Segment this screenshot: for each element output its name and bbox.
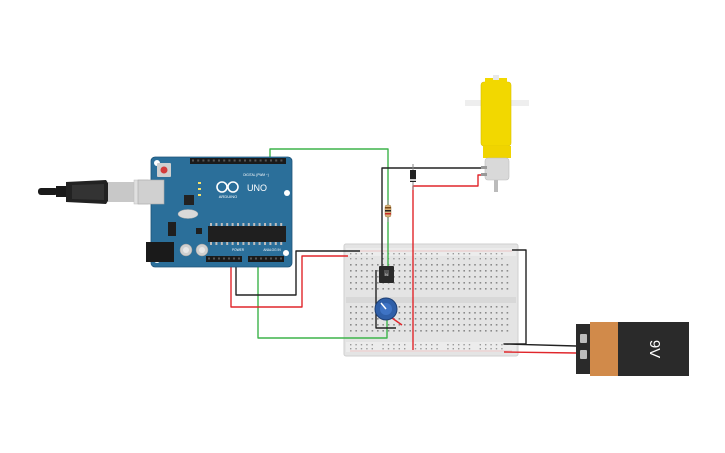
black-wire-gnd[interactable] [235,250,360,296]
red-wire-motor[interactable] [412,174,484,350]
red-wire-battery[interactable] [503,351,577,354]
svg-text:N: N [385,272,388,277]
black-wire-pot[interactable] [375,270,396,329]
wires [230,148,577,354]
battery-9v[interactable]: 9V [576,322,689,376]
green-wire-analog[interactable] [257,262,388,339]
battery-label: 9V [646,340,663,358]
black-wire-battery[interactable] [503,249,577,347]
red-wire-pot[interactable] [391,317,403,326]
diode[interactable] [410,164,416,190]
dc-motor[interactable] [465,75,529,192]
power-jack [146,242,174,262]
potentiometer[interactable] [374,297,398,321]
arduino-model: UNO [247,183,267,193]
arduino-infinity-logo [216,181,239,193]
transistor[interactable]: N [379,266,394,283]
breadboard[interactable] [343,243,519,357]
usb-port [137,179,165,205]
arduino-uno[interactable]: DIGITAL (PWM ~) POWER ANALOG IN ARDUINO … [137,156,293,268]
red-wire-5v[interactable] [230,255,348,308]
reset-button[interactable] [160,166,168,174]
digital-header-label: DIGITAL (PWM ~) [243,173,269,177]
arduino-logo-text: ARDUINO [219,194,237,199]
usb-cable[interactable] [38,179,149,205]
power-header-label: POWER [232,248,245,252]
analog-header-label: ANALOG IN [263,248,281,252]
atmega-chip [208,226,286,242]
digital-header [190,158,286,164]
resistor[interactable] [384,200,392,222]
black-wire-motor[interactable] [381,167,484,270]
